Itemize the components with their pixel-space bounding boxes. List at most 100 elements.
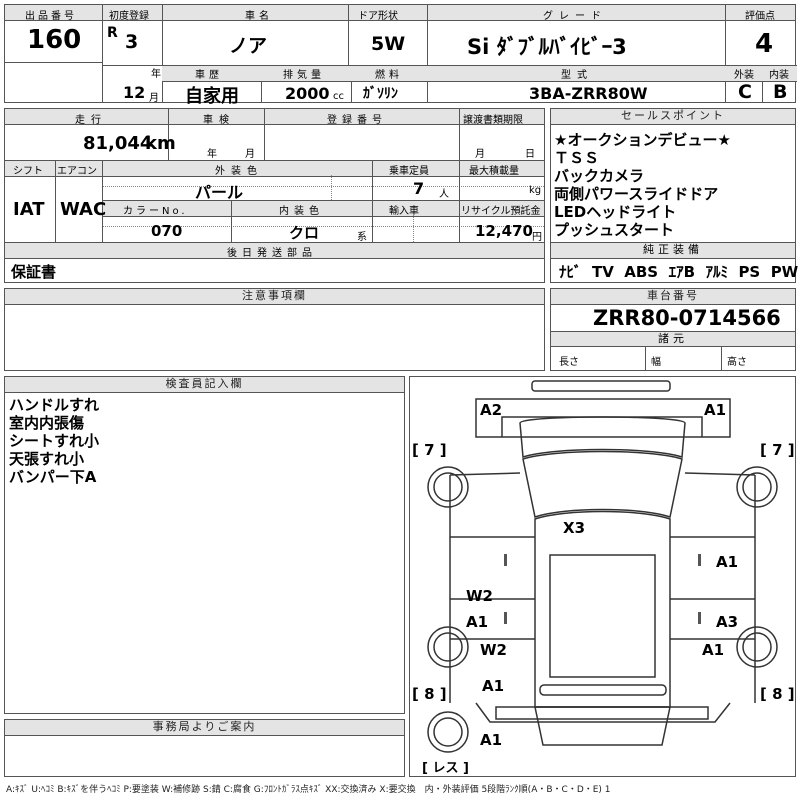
divider bbox=[102, 160, 103, 242]
import-label: 輸入車 bbox=[389, 206, 419, 217]
lot-value: 160 bbox=[27, 25, 82, 55]
sales-block: セールスポイント ★オークションデビュー★ ＴＳＳ バックカメラ 両側パワースラ… bbox=[550, 108, 798, 283]
sub-header-band bbox=[348, 65, 428, 82]
shift-label: シフト bbox=[13, 166, 43, 177]
divider bbox=[348, 5, 349, 65]
displacement-value: 2000 bbox=[285, 84, 330, 103]
transfer-label: 譲渡書類期限 bbox=[463, 115, 523, 126]
int-value: B bbox=[773, 81, 788, 103]
mileage-label: 走行 bbox=[75, 115, 107, 126]
wheel-rear-right-inner bbox=[742, 632, 772, 662]
equipment-header: 純正装備 bbox=[551, 242, 795, 259]
mark-left-slide-door-lower: A1 bbox=[466, 613, 489, 631]
inspector-line: 天張すれ小 bbox=[9, 450, 85, 468]
height-label: 高さ bbox=[727, 357, 747, 368]
rear-spoiler bbox=[539, 684, 667, 696]
info-header-2 bbox=[5, 160, 544, 177]
rear-bumper bbox=[495, 706, 709, 720]
reg-era: R bbox=[107, 25, 118, 41]
load-unit: kg bbox=[529, 185, 542, 196]
mark-left-rear-quarter: A1 bbox=[482, 677, 505, 695]
rear-glass bbox=[534, 706, 671, 746]
divider bbox=[168, 109, 169, 160]
chassis-label: 車台番号 bbox=[647, 289, 699, 302]
later-label: 後日発送部品 bbox=[227, 248, 317, 259]
right-door-handle-front bbox=[698, 554, 701, 566]
int-label: 内装 bbox=[769, 70, 789, 81]
transfer-month: 月 bbox=[475, 149, 485, 160]
left-door-handle-rear bbox=[504, 612, 507, 624]
divider bbox=[102, 5, 103, 102]
divider bbox=[5, 62, 102, 63]
inspector-line: バンパー下A bbox=[9, 468, 97, 486]
equipment-item: PS bbox=[738, 263, 761, 281]
mark-roof: X3 bbox=[563, 519, 586, 537]
wheel-front-right bbox=[736, 466, 778, 508]
info-header-4 bbox=[5, 242, 544, 259]
mark-right-front-tire: [ 7 ] bbox=[760, 441, 795, 459]
ext-color-value: パール bbox=[195, 183, 244, 202]
notes-label: 注意事項欄 bbox=[242, 289, 307, 302]
int-color-label: 内装色 bbox=[279, 206, 324, 217]
history-label: 車歴 bbox=[195, 70, 223, 81]
notes-header: 注意事項欄 bbox=[5, 289, 544, 305]
divider bbox=[351, 65, 352, 102]
equipment-list: ﾅﾋﾞ TV ABS ｴｱB ｱﾙﾐ PS PW bbox=[559, 261, 798, 282]
spec-header: 諸元 bbox=[551, 331, 795, 347]
fuel-label: 燃料 bbox=[375, 70, 403, 81]
ext-color-label: 外装色 bbox=[215, 166, 263, 177]
equipment-item: ﾅﾋﾞ bbox=[559, 263, 582, 281]
transfer-day: 日 bbox=[525, 149, 535, 160]
sales-list: ★オークションデビュー★ ＴＳＳ バックカメラ 両側パワースライドドア LEDヘ… bbox=[554, 131, 731, 239]
inspection-year: 年 bbox=[207, 149, 217, 160]
inspector-line: 室内内張傷 bbox=[9, 414, 85, 432]
model-label: 型式 bbox=[561, 70, 593, 81]
roof-panel bbox=[549, 554, 656, 678]
notes-block: 注意事項欄 bbox=[4, 288, 545, 371]
door-label: ドア形状 bbox=[358, 11, 398, 22]
fender-lines bbox=[449, 472, 756, 476]
capacity-label: 乗車定員 bbox=[389, 166, 429, 177]
office-header: 事務局よりご案内 bbox=[5, 720, 404, 736]
grade-label: グレード bbox=[543, 11, 607, 22]
mark-right-front-door: A1 bbox=[716, 553, 739, 571]
divider bbox=[721, 346, 722, 370]
reg-month: 12 bbox=[123, 83, 146, 102]
equipment-item: PW bbox=[770, 263, 799, 281]
mark-front-bumper-right: A1 bbox=[704, 401, 727, 419]
divider bbox=[459, 109, 460, 160]
recycle-value: 12,470 bbox=[475, 222, 533, 240]
sales-point: ★オークションデビュー★ bbox=[554, 131, 731, 149]
reg-year-unit: 年 bbox=[151, 69, 161, 80]
car-outline-svg bbox=[427, 380, 778, 753]
divider bbox=[331, 175, 332, 200]
ext-label: 外装 bbox=[734, 70, 754, 81]
rear-quarter bbox=[475, 702, 731, 723]
inspector-block: 検査員記入欄 ハンドルすれ 室内内張傷 シートすれ小 天張すれ小 バンパー下A bbox=[4, 376, 405, 714]
info-block: 走行 81,044 km 車検 年 月 登録番号 譲渡書類期限 月 日 シフト … bbox=[4, 108, 545, 283]
windshield bbox=[522, 450, 683, 518]
divider bbox=[102, 186, 544, 187]
sub-header-band bbox=[725, 65, 797, 82]
front-bumper bbox=[475, 398, 731, 438]
info-header-3 bbox=[102, 200, 544, 217]
top-header-band bbox=[5, 5, 795, 21]
ac-value: WAC bbox=[60, 199, 107, 220]
shift-value: IAT bbox=[13, 199, 45, 220]
mark-front-bumper-left: A2 bbox=[480, 401, 503, 419]
mark-rear-bumper: A1 bbox=[480, 731, 503, 749]
chassis-block: 車台番号 ZRR80-0714566 諸元 長さ 幅 高さ bbox=[550, 288, 796, 371]
chassis-value: ZRR80-0714566 bbox=[593, 306, 781, 330]
wheel-rear-right bbox=[736, 626, 778, 668]
spare-wheel-inner bbox=[433, 717, 463, 747]
displacement-unit: cc bbox=[333, 91, 344, 102]
office-label: 事務局よりご案内 bbox=[152, 720, 257, 733]
lot-label: 出品番号 bbox=[25, 11, 77, 22]
equipment-label: 純正装備 bbox=[643, 243, 703, 256]
divider bbox=[264, 109, 265, 160]
sales-label: セールスポイント bbox=[621, 109, 725, 122]
inspector-line: シートすれ小 bbox=[9, 432, 100, 450]
divider bbox=[427, 5, 428, 102]
color-no-value: 070 bbox=[151, 222, 183, 240]
side-lines bbox=[449, 475, 756, 703]
